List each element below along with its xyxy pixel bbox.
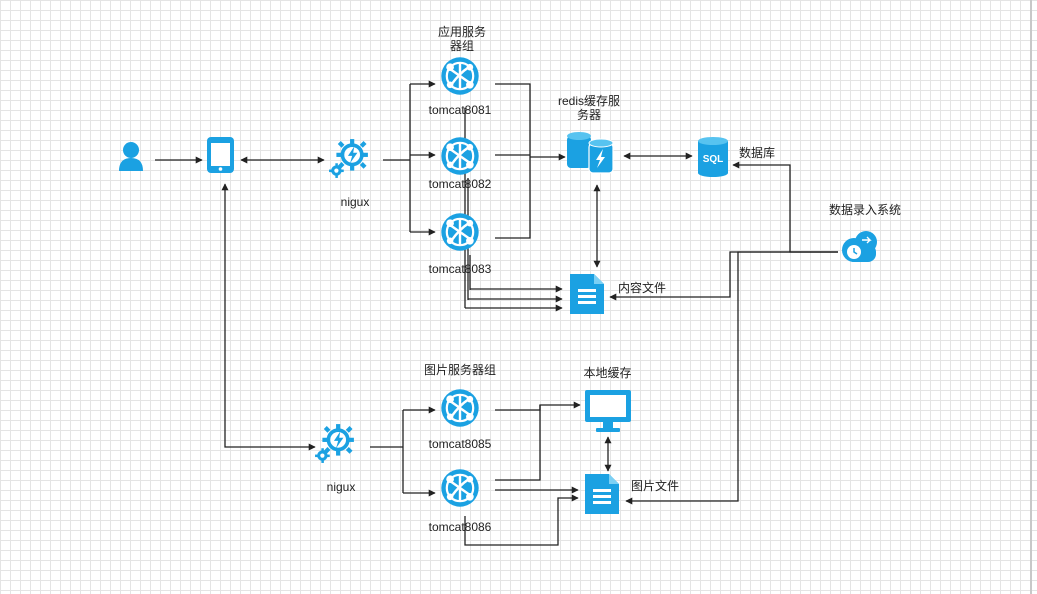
tomcat8085-icon xyxy=(440,388,480,428)
local-cache-label: 本地缓存 xyxy=(583,366,632,380)
nginx-top-icon xyxy=(329,139,368,178)
tomcat8082-label: tomcat8082 xyxy=(428,177,492,191)
tomcat8086-label: tomcat8086 xyxy=(428,520,492,534)
nginx-top-label: nigux xyxy=(340,195,370,209)
database-label: 数据库 xyxy=(739,146,776,160)
mobile-phone-icon xyxy=(207,137,234,173)
tomcat8086-icon xyxy=(440,468,480,508)
image-files-label: 图片文件 xyxy=(631,479,680,493)
nginx-bottom-label: nigux xyxy=(326,480,356,494)
entry-system-label: 数据录入系统 xyxy=(828,203,901,217)
tomcat8082-icon xyxy=(440,136,480,176)
nginx-bottom-icon xyxy=(315,424,354,463)
tomcat8081-icon xyxy=(440,56,480,96)
canvas-right-border xyxy=(1030,0,1032,594)
content-files-icon xyxy=(570,274,604,314)
image-files-icon xyxy=(585,474,619,514)
user-icon xyxy=(119,142,143,171)
connector-lines xyxy=(155,80,838,546)
monitor-icon xyxy=(585,390,631,432)
cloud-clock-icon xyxy=(842,231,877,262)
tomcat8081-label: tomcat8081 xyxy=(428,103,492,117)
tomcat8085-label: tomcat8085 xyxy=(428,437,492,451)
content-files-label: 内容文件 xyxy=(618,281,667,295)
tomcat8083-label: tomcat8083 xyxy=(428,262,492,276)
sql-database-icon: SQL xyxy=(698,137,728,177)
svg-text:SQL: SQL xyxy=(703,154,724,165)
redis-cache-icon xyxy=(567,132,614,174)
app-server-group-label: 应用服务器组 xyxy=(437,25,486,53)
image-server-group-label: 图片服务器组 xyxy=(423,363,496,377)
tomcat8083-icon xyxy=(440,212,480,252)
redis-label: redis缓存服务器 xyxy=(557,94,620,122)
